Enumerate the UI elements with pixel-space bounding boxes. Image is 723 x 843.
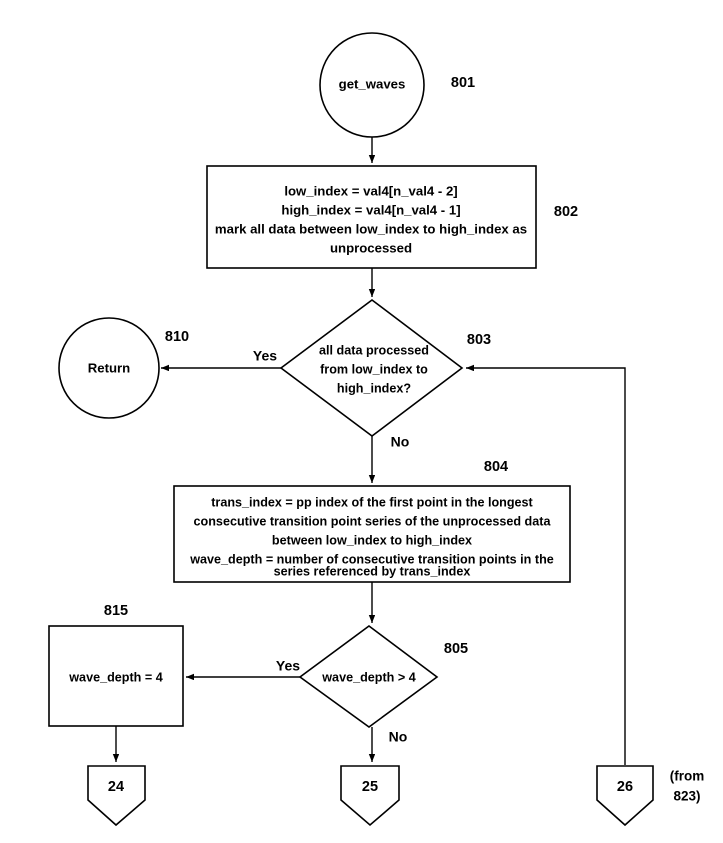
ref-label-810: 810 — [165, 329, 189, 345]
node-init-line-1: low_index = val4[n_val4 - 2] — [284, 183, 457, 198]
node-init-box[interactable] — [206, 165, 537, 269]
node-803-line-2: from low_index to — [320, 362, 428, 376]
node-init-line-4: unprocessed — [330, 240, 412, 255]
node-start-get-waves[interactable] — [319, 32, 425, 138]
connector-24-label: 24 — [108, 779, 124, 795]
node-init-line-2: high_index = val4[n_val4 - 1] — [281, 202, 460, 217]
node-804-line-5: series referenced by trans_index — [274, 564, 471, 578]
node-804-line-2: consecutive transition point series of t… — [194, 514, 552, 528]
node-803-line-1: all data processed — [319, 343, 429, 357]
node-805-line-1: wave_depth > 4 — [321, 670, 415, 684]
node-return[interactable] — [58, 317, 160, 419]
edge-label-yes-803: Yes — [253, 348, 277, 364]
node-set-wave-depth[interactable] — [48, 625, 184, 727]
connector-26-label: 26 — [617, 779, 633, 795]
ref-label-801: 801 — [451, 75, 475, 91]
node-803-line-3: high_index? — [337, 381, 411, 395]
ref-label-802: 802 — [554, 204, 578, 220]
node-trans-box[interactable] — [173, 485, 571, 583]
edge-label-no-803: No — [391, 434, 410, 450]
node-decision-wave-depth[interactable] — [298, 625, 439, 728]
ref-label-815: 815 — [104, 603, 128, 619]
connector-25[interactable] — [340, 765, 400, 827]
connector-26-note-line-1: (from — [670, 769, 705, 784]
node-804-line-4: wave_depth = number of consecutive trans… — [189, 552, 554, 566]
ref-label-804: 804 — [484, 459, 508, 475]
connector-26-note-line-2: 823) — [673, 789, 700, 804]
node-804-line-1: trans_index = pp index of the first poin… — [211, 495, 533, 509]
node-init-line-3: mark all data between low_index to high_… — [215, 221, 527, 236]
connector-25-label: 25 — [362, 779, 378, 795]
edge-label-yes-805: Yes — [276, 658, 300, 674]
connector-26[interactable] — [596, 765, 654, 827]
ref-label-805: 805 — [444, 641, 468, 657]
node-804-line-3: between low_index to high_index — [272, 533, 472, 547]
node-815-line-1: wave_depth = 4 — [68, 670, 162, 684]
node-start-label: get_waves — [339, 76, 406, 91]
node-decision-all-processed[interactable] — [279, 298, 464, 438]
ref-label-803: 803 — [467, 332, 491, 348]
connector-24[interactable] — [87, 765, 146, 827]
node-return-label: Return — [88, 360, 131, 375]
edge-label-no-805: No — [389, 729, 408, 745]
edge-26-to-803 — [466, 364, 626, 765]
